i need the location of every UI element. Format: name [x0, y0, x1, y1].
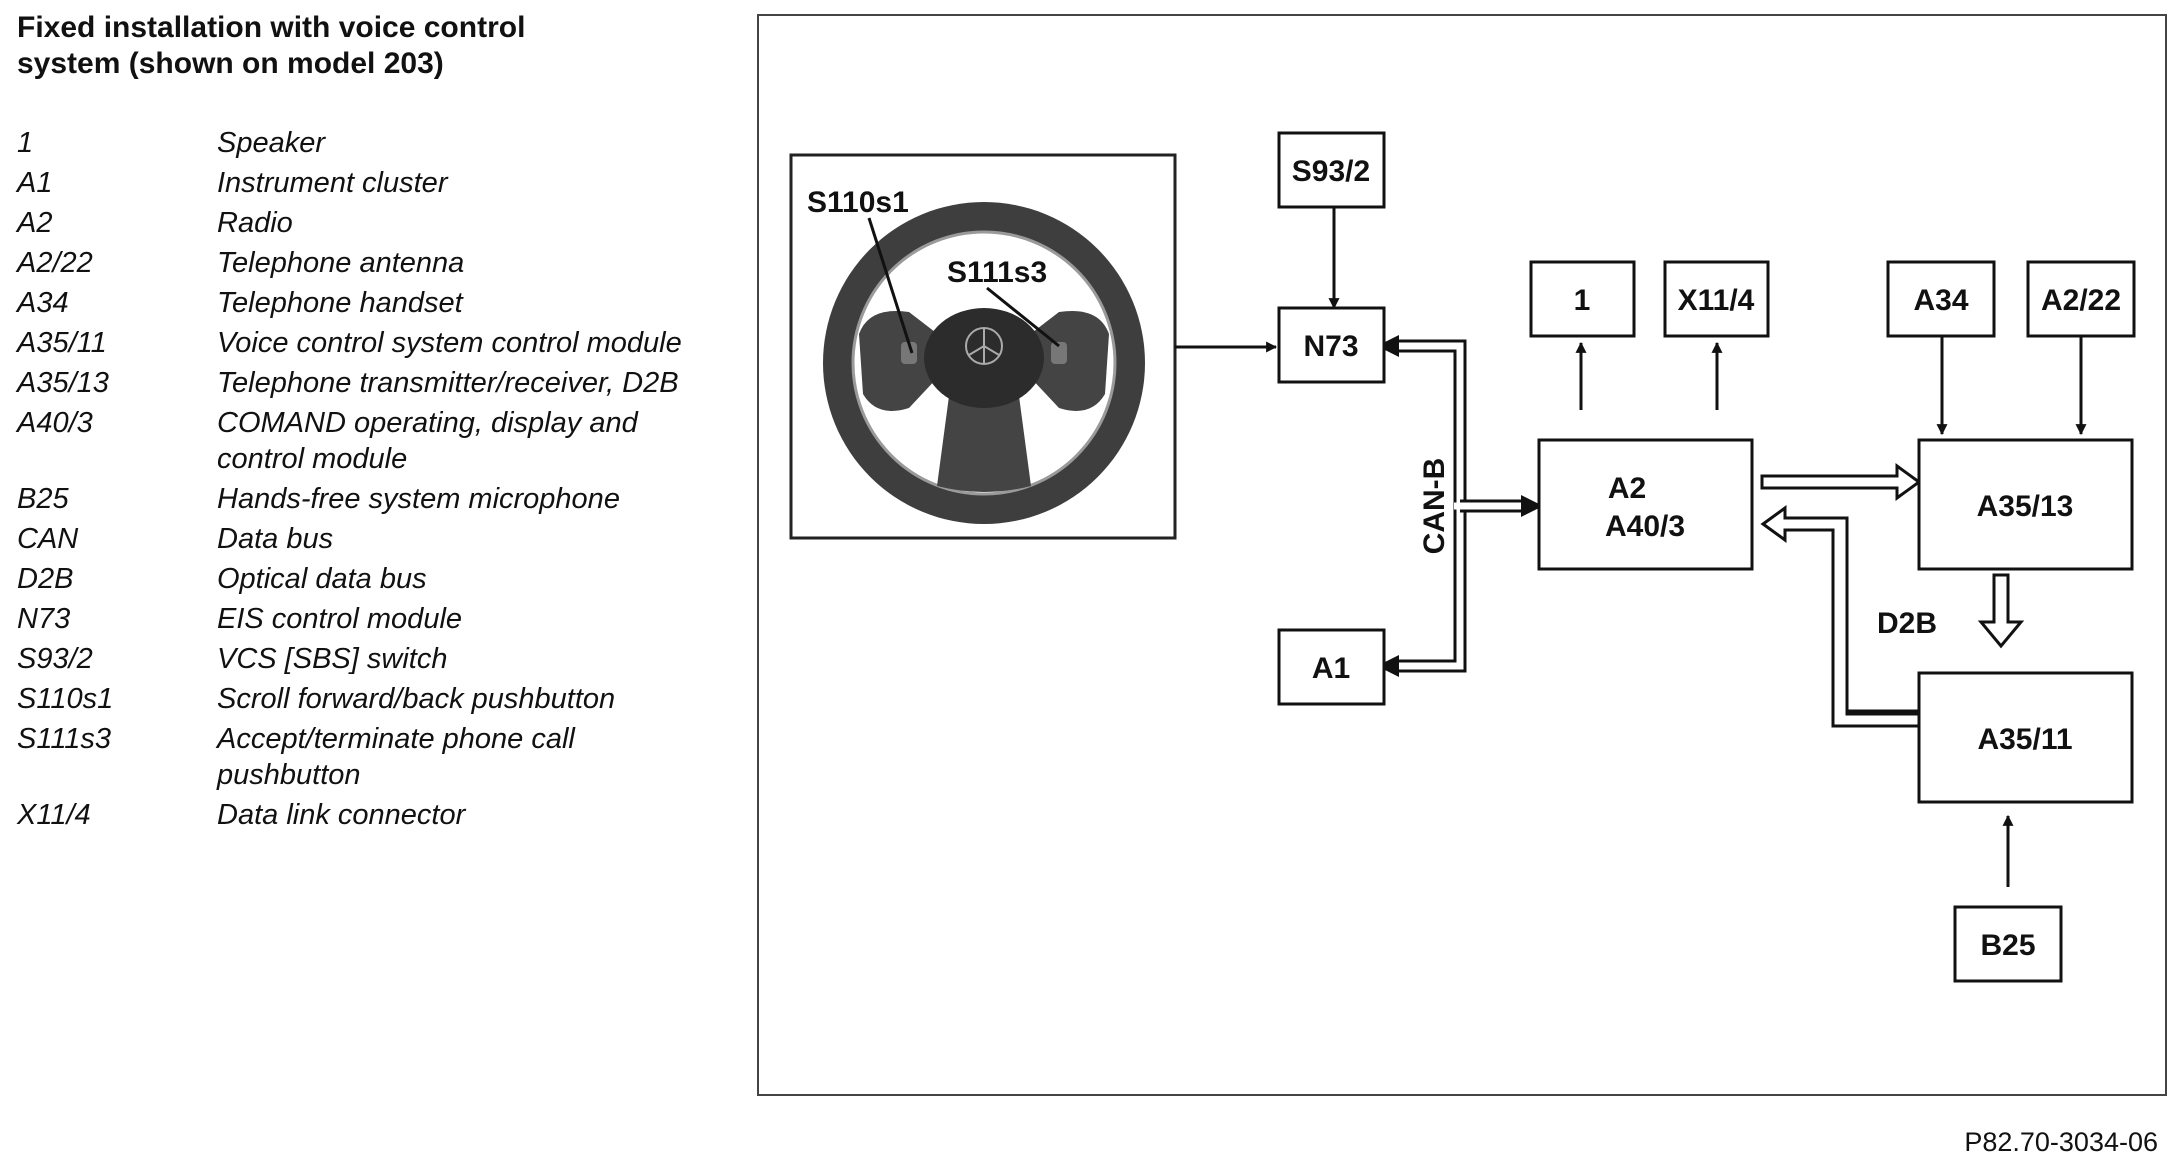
legend-item: A40/3 COMAND operating, display and contr… [17, 405, 717, 477]
legend-description: EIS control module [217, 603, 463, 635]
legend-code: A34 [17, 287, 69, 319]
legend-item: A35/13 Telephone transmitter/receiver, D2… [17, 365, 717, 401]
label-speaker: 1 [1574, 284, 1591, 317]
label-s93-2: S93/2 [1292, 155, 1370, 188]
legend-description: Speaker [217, 127, 326, 159]
steering-wheel-panel: S110s1 S111s3 [789, 153, 1177, 540]
legend-item: A2 Radio [17, 205, 717, 241]
legend-description: Telephone transmitter/receiver, D2B [217, 367, 679, 399]
legend-code: 1 [17, 127, 34, 159]
d2b-bus [1760, 463, 2025, 728]
legend-item: N73 EIS control module [17, 601, 717, 637]
page-title: Fixed installation with voice control sy… [17, 10, 677, 82]
legend-item: A1 Instrument cluster [17, 165, 717, 201]
legend-code: A2/22 [17, 247, 93, 279]
can-bus [1377, 335, 1543, 677]
legend-code: A1 [17, 167, 53, 199]
legend-code: A35/11 [17, 327, 107, 359]
can-arrow-a2 [1521, 495, 1543, 517]
label-x11-4: X11/4 [1678, 284, 1755, 317]
legend-code: X11/4 [17, 799, 91, 831]
can-arrow-a1 [1377, 655, 1399, 677]
legend-description: Telephone antenna [217, 247, 465, 279]
can-arrow-n73 [1377, 335, 1399, 357]
legend-code: B25 [17, 483, 69, 515]
legend-description: Telephone handset [217, 287, 463, 319]
box-n73 [1277, 306, 1386, 384]
legend-description: Optical data bus [217, 563, 427, 595]
legend-item: S111s3 Accept/terminate phone call pushbu… [17, 721, 717, 793]
legend-item: A2/22 Telephone antenna [17, 245, 717, 281]
legend-description: COMAND operating, display and control mo… [217, 407, 638, 475]
label-a40-3: A40/3 [1605, 510, 1685, 543]
legend-item: A35/11 Voice control system control modul… [17, 325, 717, 361]
title-line-1: Fixed installation with voice control [17, 11, 526, 44]
component-boxes [1277, 131, 2136, 983]
legend-description: Radio [217, 207, 293, 239]
label-a35-11: A35/11 [1977, 723, 2072, 756]
legend-description: Data bus [217, 523, 334, 555]
label-a1: A1 [1312, 652, 1350, 685]
legend-code: S110s1 [17, 683, 114, 715]
legend-code: S93/2 [17, 643, 93, 675]
label-can-b: CAN-B [1418, 458, 1451, 555]
title-line-2: system (shown on model 203) [17, 47, 444, 80]
box-s93-2 [1277, 131, 1386, 209]
box-a35-11 [1917, 671, 2134, 804]
label-b25: B25 [1980, 929, 2035, 962]
legend-description: Instrument cluster [217, 167, 448, 199]
legend-item: B25 Hands-free system microphone [17, 481, 717, 517]
figure-reference: P82.70-3034-06 [1964, 1127, 2158, 1157]
legend-item: 1 Speaker [17, 125, 717, 161]
box-x11-4 [1663, 260, 1770, 338]
legend-code: D2B [17, 563, 74, 595]
box-b25 [1953, 905, 2063, 983]
d2b-arrow-a2-to-a35-13 [1760, 463, 1922, 501]
box-a2-22 [2026, 260, 2136, 338]
box-a35-13 [1917, 438, 2134, 571]
legend-description: VCS [SBS] switch [217, 643, 448, 675]
box-a34 [1886, 260, 1996, 338]
d2b-arrow-a35-13-to-a35-11 [1977, 573, 2025, 649]
legend-item: X11/4 Data link connector [17, 797, 717, 833]
legend-description: Scroll forward/back pushbutton [217, 683, 616, 715]
label-d2b: D2B [1877, 607, 1937, 640]
legend-description: Hands-free system microphone [217, 483, 620, 515]
label-a35-13: A35/13 [1977, 490, 2074, 523]
box-labels: S93/2 N73 A1 1 X11/4 A2 A40/3 A34 A2/22 … [1292, 155, 2121, 962]
legend-description: Data link connector [217, 799, 466, 831]
box-a1 [1277, 628, 1386, 706]
steering-wheel-icon [823, 202, 1145, 524]
box-a2-a40-3 [1537, 438, 1754, 571]
label-n73: N73 [1303, 330, 1358, 363]
legend-code: A2 [17, 207, 53, 239]
label-a2-22: A2/22 [2041, 284, 2121, 317]
label-s111s3: S111s3 [947, 256, 1047, 289]
legend-item: CAN Data bus [17, 521, 717, 557]
legend-code: A40/3 [17, 407, 93, 439]
box-speaker [1529, 260, 1636, 338]
d2b-arrow-a35-11-to-a2 [1760, 505, 1921, 728]
diagram-frame: S110s1 S111s3 [757, 14, 2167, 1096]
label-a2: A2 [1608, 472, 1646, 505]
legend-description: Voice control system control module [217, 327, 682, 359]
legend-item: S110s1 Scroll forward/back pushbutton [17, 681, 717, 717]
legend-item: A34 Telephone handset [17, 285, 717, 321]
legend-code: S111s3 [17, 723, 112, 755]
legend-item: D2B Optical data bus [17, 561, 717, 597]
legend-code: N73 [17, 603, 71, 635]
label-s110s1: S110s1 [807, 186, 909, 219]
legend-item: S93/2 VCS [SBS] switch [17, 641, 717, 677]
legend-description: Accept/terminate phone call pushbutton [217, 723, 575, 791]
legend-code: A35/13 [17, 367, 109, 399]
legend-code: CAN [17, 523, 79, 555]
block-diagram: S110s1 S111s3 [789, 131, 2136, 983]
label-a34: A34 [1913, 284, 1968, 317]
